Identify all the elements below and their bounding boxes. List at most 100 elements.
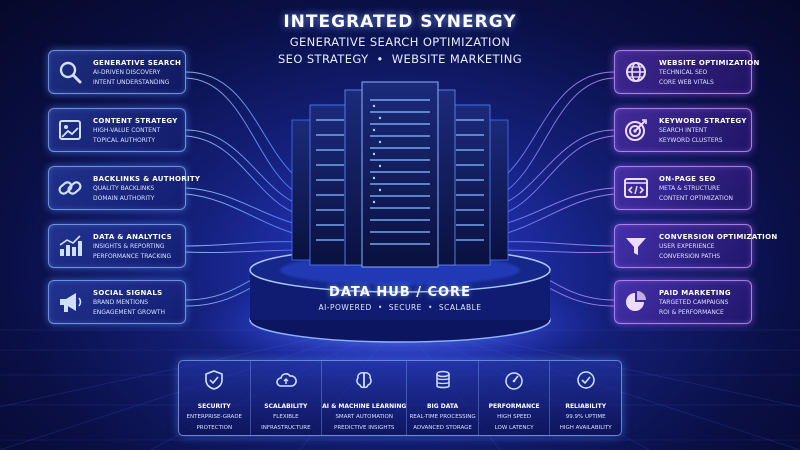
core-feature-3: SCALABLE — [438, 303, 482, 312]
card-line-2: KEYWORD CLUSTERS — [659, 137, 723, 144]
core-title: DATA HUB / CORE — [329, 285, 471, 300]
card-line-2: CONTENT OPTIMIZATION — [659, 195, 734, 202]
card-backlinks-authority: BACKLINKS & AUTHORITY QUALITY BACKLINKS … — [48, 166, 201, 210]
header: INTEGRATED SYNERGY GENERATIVE SEARCH OPT… — [0, 12, 800, 66]
feature-line-1: 99.9% UPTIME — [565, 414, 606, 420]
feature-title: RELIABILITY — [565, 403, 607, 410]
feature-title: AI & MACHINE LEARNING — [322, 403, 407, 410]
card-line-2: ROI & PERFORMANCE — [659, 309, 724, 316]
code-window-icon — [624, 178, 648, 198]
card-on-page-seo: ON-PAGE SEO META & STRUCTURE CONTENT OPT… — [614, 166, 752, 210]
card-title: WEBSITE OPTIMIZATION — [659, 59, 760, 67]
server-racks — [291, 81, 509, 268]
card-title: PAID MARKETING — [659, 289, 731, 297]
card-keyword-strategy: KEYWORD STRATEGY SEARCH INTENT KEYWORD C… — [614, 108, 752, 152]
card-line-1: AI-DRIVEN DISCOVERY — [93, 69, 161, 76]
card-line-1: HIGH-VALUE CONTENT — [93, 127, 161, 134]
feature-title: BIG DATA — [426, 403, 459, 410]
shield-check-icon — [205, 370, 224, 390]
card-title: GENERATIVE SEARCH — [93, 59, 182, 67]
card-title: BACKLINKS & AUTHORITY — [93, 175, 201, 183]
card-line-2: CONVERSION PATHS — [659, 253, 721, 260]
feature-line-2: PREDICTIVE INSIGHTS — [334, 425, 395, 431]
feature-performance: PERFORMANCE HIGH SPEED LOW LATENCY — [477, 361, 550, 435]
card-line-2: ENGAGEMENT GROWTH — [93, 309, 166, 316]
card-conversion-optimization: CONVERSION OPTIMIZATION USER EXPERIENCE … — [614, 224, 778, 268]
feature-big-data: BIG DATA REAL-TIME PROCESSING ADVANCED S… — [406, 361, 478, 435]
feature-line-1: REAL-TIME PROCESSING — [409, 414, 476, 420]
connection-lines-right — [499, 71, 615, 307]
card-line-1: QUALITY BACKLINKS — [93, 185, 155, 192]
card-line-2: INTENT UNDERSTANDING — [93, 79, 170, 86]
core-label: DATA HUB / CORE AI-POWERED • SECURE • SCALAB… — [0, 285, 800, 312]
feature-reliability: RELIABILITY 99.9% UPTIME HIGH AVAILABILI… — [549, 361, 621, 435]
core-features: AI-POWERED • SECURE • SCALABLE — [0, 303, 800, 312]
card-data-analytics: DATA & ANALYTICS INSIGHTS & REPORTING PE… — [48, 224, 186, 268]
card-line-2: PERFORMANCE TRACKING — [93, 253, 172, 260]
link-icon — [58, 181, 82, 195]
card-line-1: INSIGHTS & REPORTING — [93, 243, 165, 250]
bar-chart-icon — [59, 235, 82, 256]
connection-lines-left — [185, 71, 301, 307]
feature-security: SECURITY ENTERPRISE-GRADE PROTECTION — [179, 361, 250, 435]
brain-icon — [356, 372, 372, 389]
card-line-2: TOPICAL AUTHORITY — [93, 137, 155, 144]
card-website-optimization: WEBSITE OPTIMIZATION TECHNICAL SEO CORE … — [614, 50, 760, 94]
card-line-1: META & STRUCTURE — [659, 185, 721, 192]
speedometer-icon — [505, 372, 523, 390]
feature-bar: SECURITY ENTERPRISE-GRADE PROTECTION SCA… — [178, 360, 622, 436]
feature-line-2: LOW LATENCY — [494, 425, 534, 431]
core-feature-1: AI-POWERED — [318, 303, 372, 312]
page-title: INTEGRATED SYNERGY — [283, 12, 517, 32]
core-feature-2: SECURE — [388, 303, 422, 312]
feature-scalability: SCALABILITY FLEXIBLE INFRASTRUCTURE — [249, 361, 322, 435]
card-title: KEYWORD STRATEGY — [659, 117, 747, 125]
image-document-icon — [59, 120, 81, 140]
feature-line-1: FLEXIBLE — [273, 414, 299, 420]
card-title: ON-PAGE SEO — [659, 175, 716, 183]
tagline-left: SEO STRATEGY — [277, 52, 369, 66]
card-line-1: USER EXPERIENCE — [659, 243, 715, 250]
feature-line-2: HIGH AVAILABILITY — [559, 425, 612, 431]
card-line-2: DOMAIN AUTHORITY — [93, 195, 155, 202]
card-paid-marketing: PAID MARKETING TARGETED CAMPAIGNS ROI & … — [614, 280, 752, 324]
funnel-icon — [626, 238, 646, 255]
tagline-right: WEBSITE MARKETING — [391, 52, 523, 66]
page-tagline: SEO STRATEGY • WEBSITE MARKETING — [0, 52, 800, 66]
feature-line-2: ADVANCED STORAGE — [413, 425, 472, 431]
tagline-separator: • — [376, 52, 384, 66]
card-content-strategy: CONTENT STRATEGY HIGH-VALUE CONTENT TOPI… — [48, 108, 186, 152]
card-line-2: CORE WEB VITALS — [659, 79, 714, 86]
card-line-1: TECHNICAL SEO — [659, 69, 708, 76]
database-icon — [435, 370, 450, 389]
check-circle-icon — [576, 371, 595, 389]
card-generative-search: GENERATIVE SEARCH AI-DRIVEN DISCOVERY IN… — [48, 50, 186, 94]
card-title: CONVERSION OPTIMIZATION — [659, 233, 778, 241]
search-icon — [59, 61, 82, 84]
card-title: DATA & ANALYTICS — [93, 233, 172, 241]
card-title: SOCIAL SIGNALS — [93, 289, 163, 297]
card-line-1: SEARCH INTENT — [659, 127, 708, 134]
globe-icon — [626, 62, 646, 82]
feature-title: PERFORMANCE — [488, 403, 540, 410]
card-title: CONTENT STRATEGY — [93, 117, 178, 125]
core-separator-1: • — [377, 303, 383, 312]
feature-line-2: PROTECTION — [196, 425, 233, 431]
feature-line-1: ENTERPRISE-GRADE — [186, 414, 243, 420]
feature-line-1: SMART AUTOMATION — [335, 414, 393, 420]
card-line-1: BRAND MENTIONS — [93, 299, 149, 306]
feature-title: SECURITY — [197, 403, 231, 410]
target-icon — [625, 119, 647, 141]
feature-title: SCALABILITY — [264, 403, 308, 410]
cloud-icon — [276, 373, 297, 387]
feature-ai-ml: AI & MACHINE LEARNING SMART AUTOMATION P… — [321, 361, 406, 435]
page-subtitle: GENERATIVE SEARCH OPTIMIZATION — [289, 35, 511, 49]
feature-line-1: HIGH SPEED — [497, 414, 532, 420]
card-social-signals: SOCIAL SIGNALS BRAND MENTIONS ENGAGEMENT… — [48, 280, 186, 324]
feature-line-2: INFRASTRUCTURE — [261, 425, 311, 431]
megaphone-icon — [60, 293, 82, 312]
pie-chart-icon — [626, 291, 646, 311]
card-line-1: TARGETED CAMPAIGNS — [659, 299, 729, 306]
core-separator-2: • — [427, 303, 433, 312]
